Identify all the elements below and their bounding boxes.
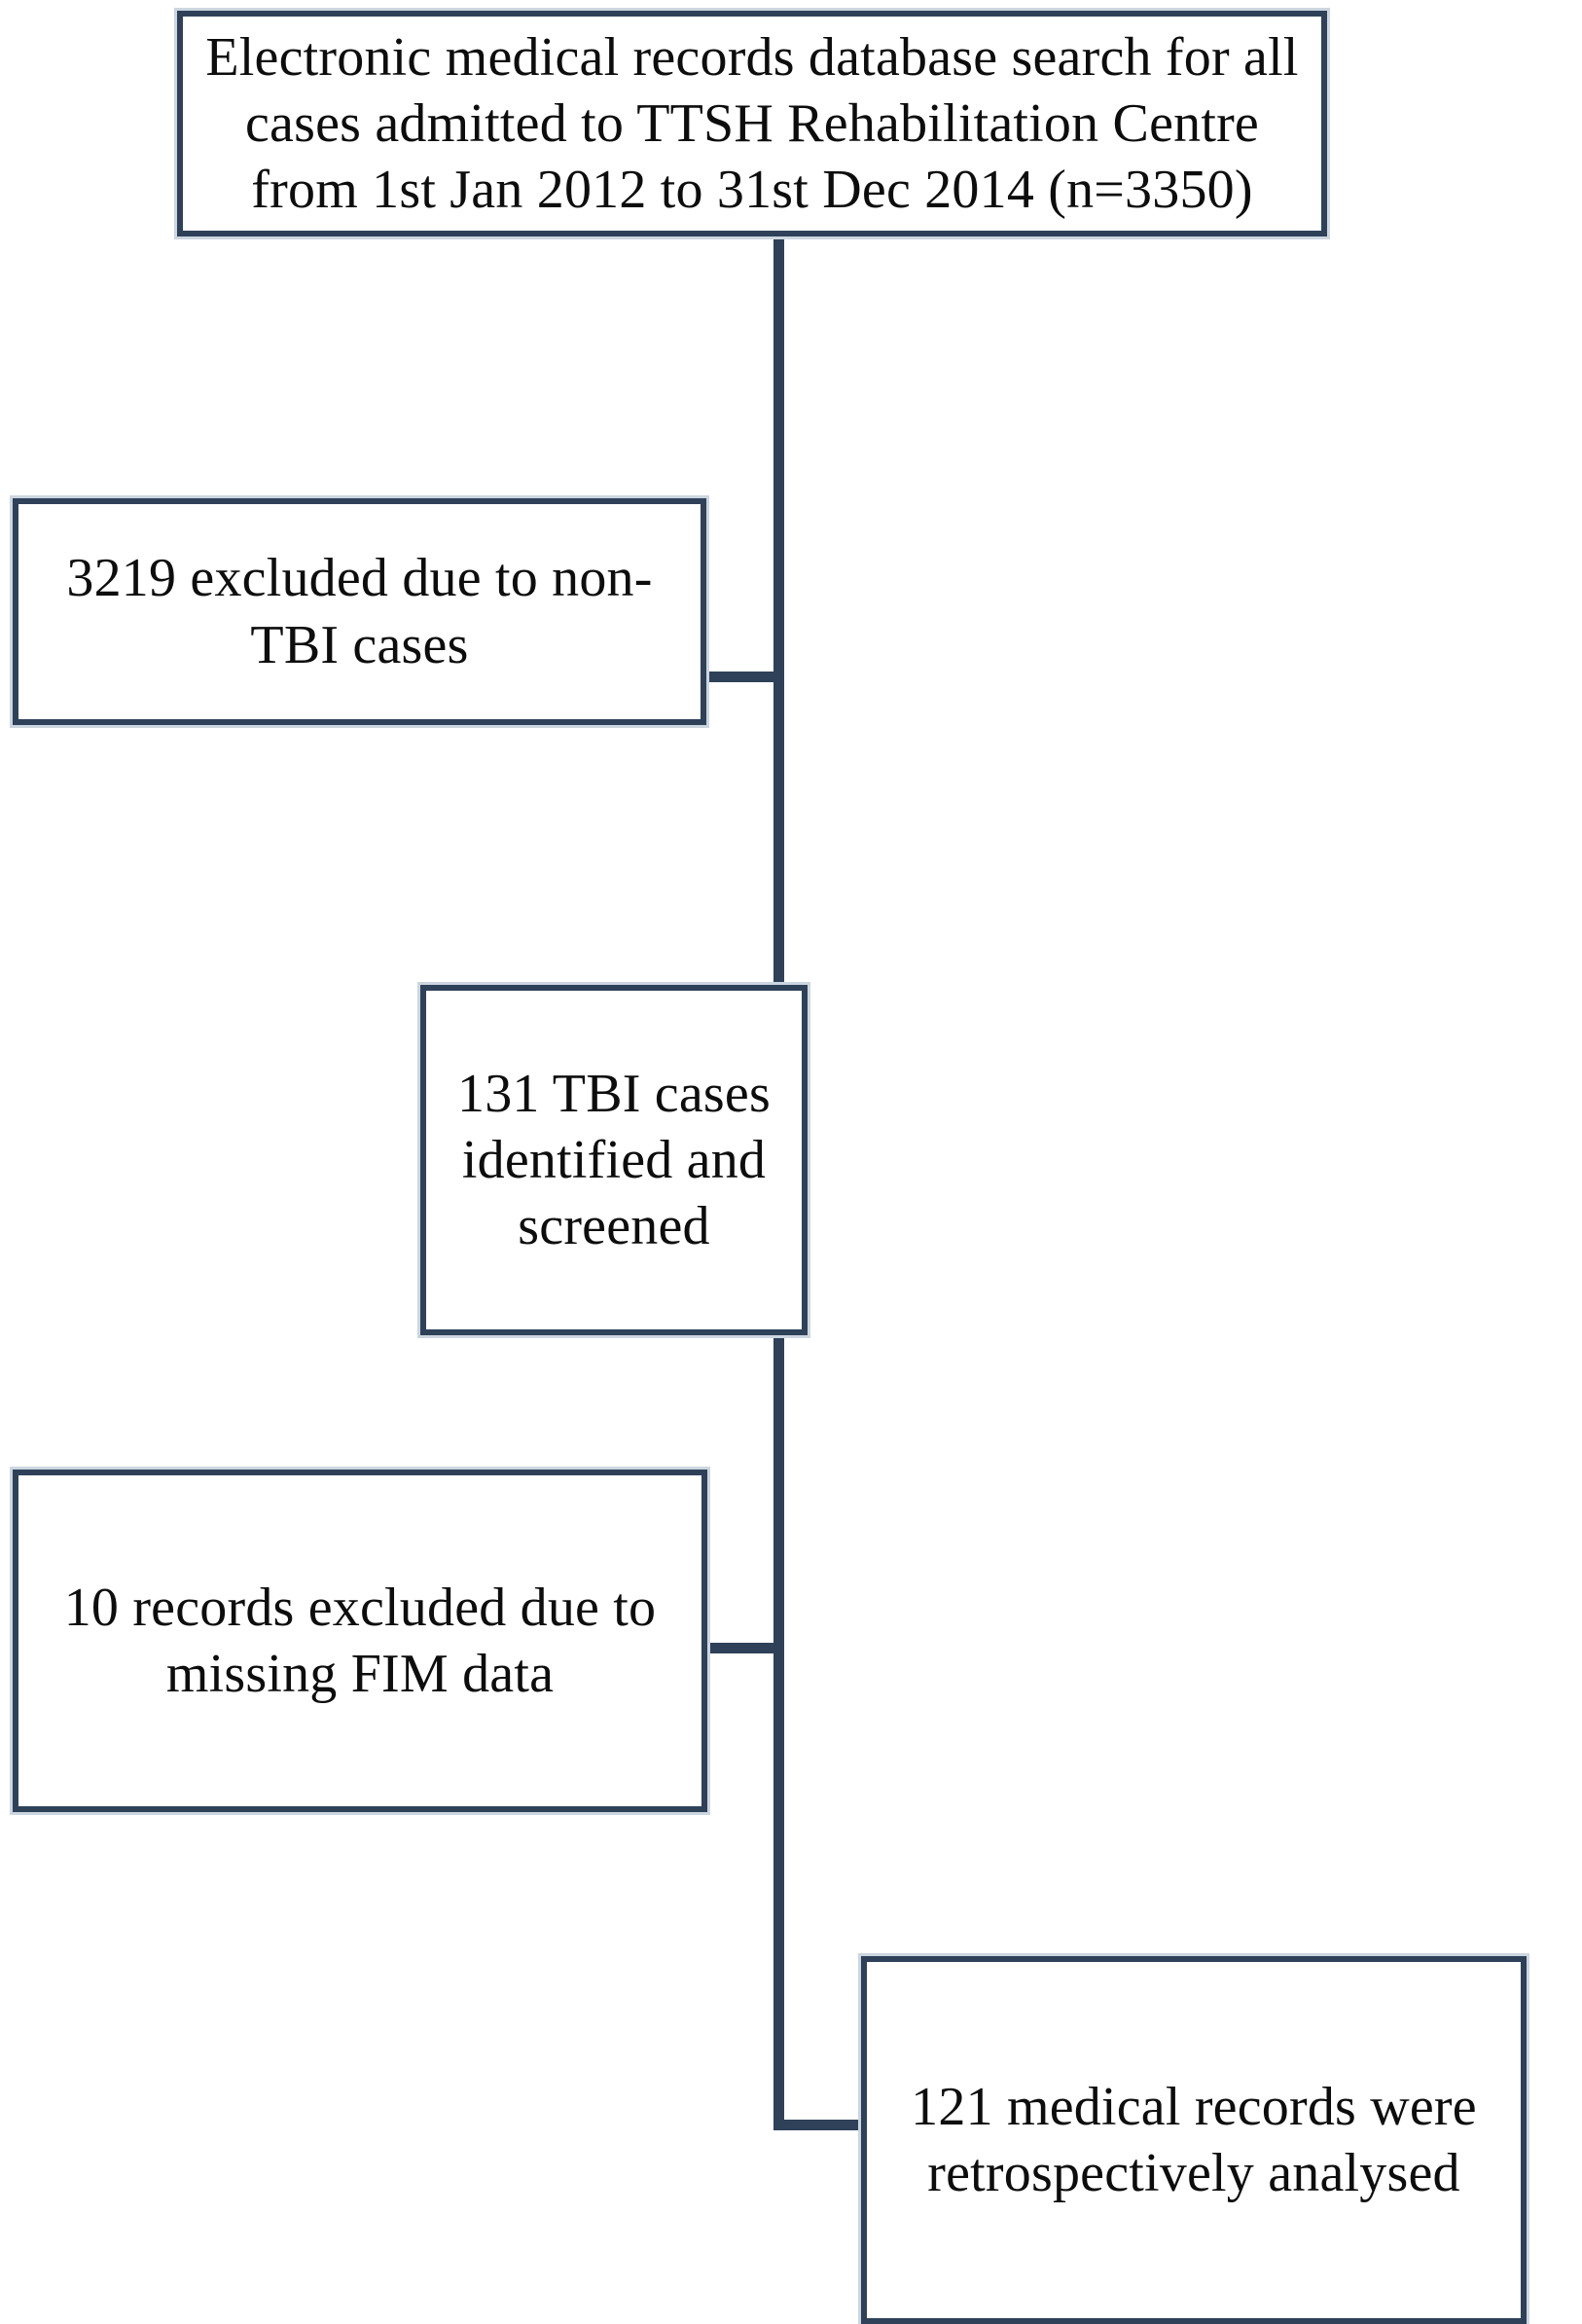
connector-exclusion-missing-fim [701, 1643, 778, 1653]
connector-screening-to-analysed [773, 1329, 784, 2127]
flow-node-source-label: Electronic medical records database sear… [205, 26, 1299, 221]
connector-elbow-to-analysed [773, 2120, 871, 2130]
flow-node-screening-label: 131 TBI cases identified and screened [457, 1063, 771, 1257]
flow-node-exclusion-missing-fim-label: 10 records excluded due to missing FIM d… [63, 1577, 657, 1704]
flow-node-analysed-label: 121 medical records were retrospectively… [911, 2076, 1477, 2203]
connector-exclusion-non-tbi [701, 672, 778, 682]
flow-node-exclusion-missing-fim: 10 records excluded due to missing FIM d… [10, 1467, 710, 1815]
flow-node-analysed: 121 medical records were retrospectively… [858, 1953, 1529, 2324]
flow-node-exclusion-non-tbi: 3219 excluded due to non-TBI cases [10, 495, 709, 728]
flow-node-screening: 131 TBI cases identified and screened [417, 982, 810, 1338]
flow-node-exclusion-non-tbi-label: 3219 excluded due to non-TBI cases [66, 548, 653, 675]
connector-source-to-screening [773, 234, 784, 993]
flow-node-source: Electronic medical records database sear… [174, 8, 1330, 239]
